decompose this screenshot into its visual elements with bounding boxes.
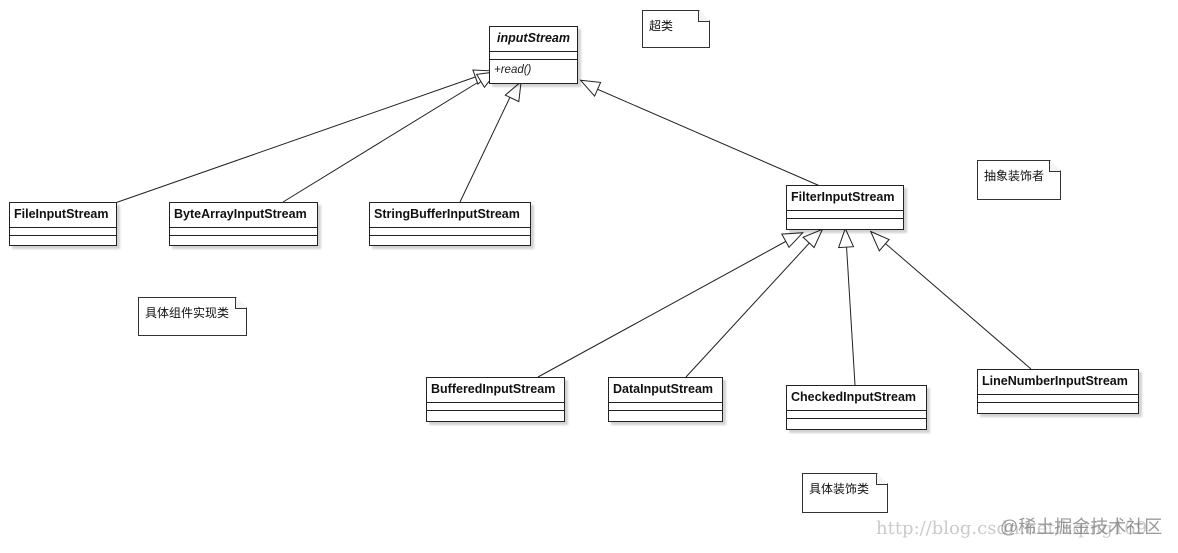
attributes-compartment <box>787 210 903 218</box>
attributes-compartment <box>170 227 317 235</box>
watermark-url: http://blog.csdn.net/hqing169 <box>876 518 1148 539</box>
arrowhead-stringbuffer <box>504 80 522 103</box>
class-inputstream[interactable]: inputStream +read() <box>489 26 578 84</box>
class-name: DataInputStream <box>613 382 714 396</box>
attributes-compartment <box>609 402 722 410</box>
operations-compartment <box>978 402 1138 409</box>
class-name: FileInputStream <box>14 207 109 221</box>
class-name: StringBufferInputStream <box>374 207 520 221</box>
class-name: FilterInputStream <box>791 190 895 204</box>
class-bytearrayinputstream[interactable]: ByteArrayInputStream <box>169 202 318 246</box>
arrowhead-data <box>802 228 824 249</box>
note-fold-icon <box>698 11 709 22</box>
arrow-buffered-to-filter <box>537 237 793 378</box>
note-text: 具体装饰类 <box>809 482 870 496</box>
operation-read: +read() <box>490 59 577 81</box>
class-stringbufferinputstream[interactable]: StringBufferInputStream <box>369 202 531 246</box>
arrow-stringbuffer-to-inputstream <box>459 92 513 203</box>
note-concrete-decorator: 具体装饰类 <box>802 473 888 513</box>
arrowhead-linenumber <box>869 230 890 252</box>
note-fold-icon <box>1049 161 1060 172</box>
class-name: ByteArrayInputStream <box>174 207 307 221</box>
attributes-compartment <box>370 227 530 235</box>
class-checkedinputstream[interactable]: CheckedInputStream <box>786 385 927 430</box>
class-datainputstream[interactable]: DataInputStream <box>608 377 723 422</box>
note-concrete-component: 具体组件实现类 <box>138 297 247 336</box>
class-filterinputstream[interactable]: FilterInputStream <box>786 185 904 230</box>
note-superclass: 超类 <box>642 10 710 48</box>
class-name: inputStream <box>497 31 570 45</box>
arrow-bytearray-to-inputstream <box>282 77 486 203</box>
note-text: 具体组件实现类 <box>145 306 230 320</box>
operations-compartment <box>10 235 116 242</box>
operations-compartment <box>170 235 317 242</box>
note-text: 抽象装饰者 <box>984 169 1045 183</box>
operations-compartment <box>370 235 530 242</box>
class-bufferedinputstream[interactable]: BufferedInputStream <box>426 377 565 422</box>
class-name: CheckedInputStream <box>791 390 917 404</box>
note-fold-icon <box>876 474 887 485</box>
class-name: BufferedInputStream <box>431 382 556 396</box>
note-abstract-decorator: 抽象装饰者 <box>977 160 1061 200</box>
class-fileinputstream[interactable]: FileInputStream <box>9 202 117 246</box>
arrow-filter-to-inputstream <box>589 85 821 187</box>
arrow-data-to-filter <box>685 237 815 378</box>
attributes-compartment <box>490 51 577 59</box>
arrow-checked-to-filter <box>845 237 856 386</box>
attributes-compartment <box>787 410 926 418</box>
operations-compartment <box>787 218 903 225</box>
attributes-compartment <box>427 402 564 410</box>
arrow-linenumber-to-filter <box>878 237 1032 370</box>
attributes-compartment <box>10 227 116 235</box>
note-text: 超类 <box>649 19 674 33</box>
attributes-compartment <box>978 394 1138 402</box>
note-fold-icon <box>235 298 246 309</box>
class-linenumberinputstream[interactable]: LineNumberInputStream <box>977 369 1139 414</box>
operations-compartment <box>427 410 564 417</box>
arrowhead-filter <box>579 79 602 98</box>
class-name: LineNumberInputStream <box>982 374 1128 388</box>
operations-compartment <box>787 418 926 425</box>
arrow-file-to-inputstream <box>114 74 482 204</box>
operations-compartment <box>609 410 722 417</box>
arrowhead-checked <box>837 227 855 249</box>
arrowhead-buffered <box>780 232 805 249</box>
watermark-brand: @稀土掘金技术社区 <box>1000 517 1163 537</box>
